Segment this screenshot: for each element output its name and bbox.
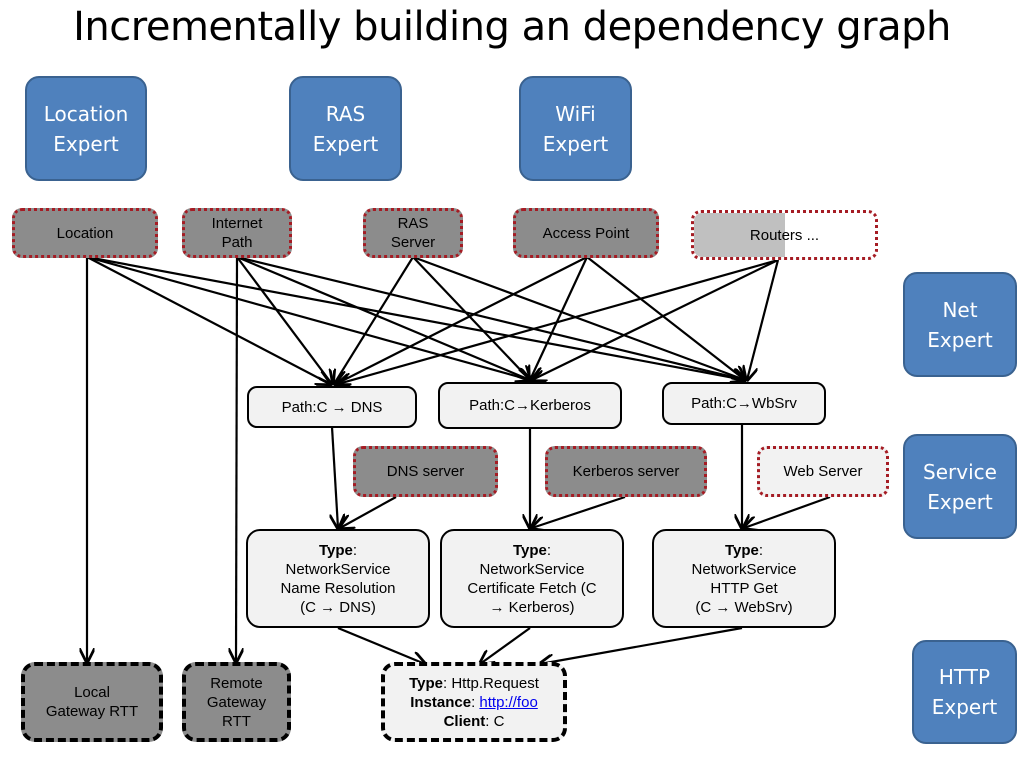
edge-routers-path-kerberos bbox=[532, 259, 779, 380]
edge-ap-path-kerberos bbox=[530, 256, 588, 380]
node-label: Location bbox=[56, 224, 114, 242]
edge-inetpath-remote-rtt bbox=[236, 256, 237, 662]
node-label: NetworkService bbox=[285, 560, 391, 578]
edge-location-path-dns bbox=[86, 256, 330, 384]
edge-inetpath-path-kerberos bbox=[236, 255, 530, 380]
node-label: HTTP Get bbox=[710, 579, 778, 597]
edge-location-path-websrv bbox=[86, 255, 745, 380]
node-label: Internet bbox=[211, 215, 263, 232]
node-label: Server bbox=[390, 234, 436, 251]
expert-label: WiFi bbox=[555, 101, 596, 126]
edge-location-path-kerberos bbox=[86, 255, 530, 380]
node-label: Path:C → DNS bbox=[281, 398, 383, 416]
node-label: (C → WebSrv) bbox=[695, 598, 793, 616]
type-label: Type bbox=[512, 541, 547, 559]
node-label: Gateway bbox=[206, 693, 267, 711]
node-label: Gateway RTT bbox=[45, 703, 139, 720]
node-label: Path:C→Kerberos bbox=[469, 397, 591, 414]
http-expert: HTTP Expert bbox=[912, 640, 1017, 744]
path-dns-node: Path:C → DNS bbox=[247, 386, 417, 428]
dns-service-node: Type: NetworkService Name Resolution (C … bbox=[246, 529, 430, 628]
node-label: Access Point bbox=[542, 224, 630, 242]
path-kerberos-node: Path:C→Kerberos bbox=[438, 382, 622, 429]
ras-server-node: RAS Server bbox=[363, 208, 463, 258]
edge-inetpath-path-dns bbox=[236, 256, 332, 384]
edge-ras-path-dns bbox=[334, 256, 414, 384]
node-label: Local bbox=[74, 684, 110, 701]
expert-label: RAS bbox=[325, 101, 366, 126]
node-label: Certificate Fetch (C bbox=[467, 579, 597, 597]
node-label: Path:C→WbSrv bbox=[691, 395, 797, 412]
type-label: Type bbox=[409, 674, 443, 692]
edge-routers-path-websrv bbox=[747, 259, 780, 380]
expert-label: Expert bbox=[931, 695, 998, 719]
node-label: (C → DNS) bbox=[300, 598, 376, 616]
edge-path-dns-service bbox=[332, 426, 338, 528]
instance-label: Instance bbox=[410, 693, 472, 711]
routers-progress-fill bbox=[694, 213, 785, 257]
node-label: Name Resolution bbox=[280, 579, 396, 597]
expert-label: Net bbox=[942, 297, 978, 322]
edge-routers-path-dns bbox=[338, 258, 779, 384]
edge-dns-service-request bbox=[337, 626, 425, 664]
type-label: Type bbox=[724, 541, 759, 559]
web-service-node: Type: NetworkService HTTP Get (C → WebSr… bbox=[652, 529, 836, 628]
type-value: Http.Request bbox=[451, 674, 539, 692]
client-value: C bbox=[493, 712, 505, 730]
access-point-node: Access Point bbox=[513, 208, 659, 258]
kerberos-service-node: Type: NetworkService Certificate Fetch (… bbox=[440, 529, 624, 628]
page-title: Incrementally building an dependency gra… bbox=[73, 4, 951, 50]
edge-ap-path-websrv bbox=[586, 256, 745, 380]
node-label: RAS bbox=[397, 215, 429, 232]
node-label: DNS server bbox=[386, 463, 465, 480]
edge-kerbserver-service bbox=[532, 495, 626, 528]
instance-link[interactable]: http://foo bbox=[479, 693, 538, 711]
expert-label: Expert bbox=[53, 131, 119, 156]
node-label: → Kerberos) bbox=[489, 598, 575, 616]
node-label: Kerberos server bbox=[572, 463, 680, 480]
http-request-node: Type: Http.Request Instance: http://foo … bbox=[381, 662, 567, 742]
node-label: RTT bbox=[222, 712, 251, 730]
expert-label: HTTP bbox=[938, 665, 991, 689]
node-label: NetworkService bbox=[479, 560, 585, 578]
expert-label: Expert bbox=[927, 489, 993, 514]
expert-label: Expert bbox=[927, 327, 993, 352]
expert-label: Expert bbox=[312, 131, 379, 156]
dns-server-node: DNS server bbox=[353, 446, 498, 497]
kerberos-server-node: Kerberos server bbox=[545, 446, 707, 497]
routers-node: Routers ... bbox=[691, 210, 878, 260]
ras-expert: RAS Expert bbox=[289, 76, 402, 181]
node-label: Web Server bbox=[783, 463, 863, 480]
expert-label: Service bbox=[923, 459, 997, 484]
node-label: Remote bbox=[210, 674, 263, 692]
edge-dnsserver-service bbox=[340, 496, 397, 528]
path-websrv-node: Path:C→WbSrv bbox=[662, 382, 826, 425]
type-label: Type bbox=[318, 541, 353, 559]
expert-label: Location bbox=[43, 101, 129, 126]
edge-web-service-request bbox=[540, 626, 743, 664]
client-label: Client bbox=[443, 712, 486, 730]
web-server-node: Web Server bbox=[757, 446, 889, 497]
location-node: Location bbox=[12, 208, 158, 258]
edge-webserver-service bbox=[744, 495, 831, 528]
edge-ras-path-kerberos bbox=[412, 256, 530, 380]
edge-kerb-service-request bbox=[480, 627, 531, 664]
node-label: Routers ... bbox=[749, 226, 820, 244]
node-label: NetworkService bbox=[691, 560, 797, 578]
edge-ap-path-dns bbox=[336, 256, 588, 384]
edge-inetpath-path-websrv bbox=[236, 255, 745, 380]
expert-label: Expert bbox=[542, 131, 609, 156]
node-label: Path bbox=[221, 234, 253, 251]
edge-ras-path-websrv bbox=[412, 255, 745, 380]
